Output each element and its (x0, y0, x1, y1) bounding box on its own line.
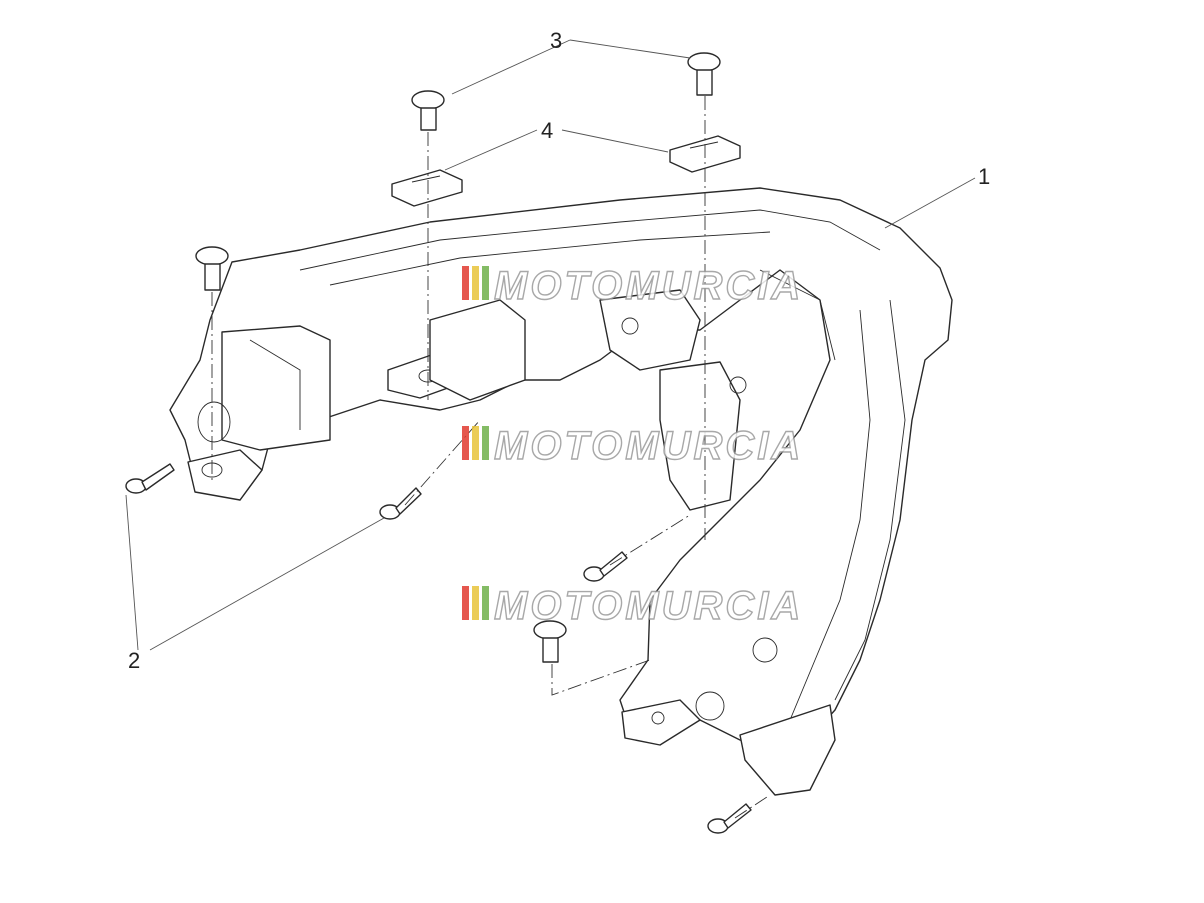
watermark-stripe-green (482, 426, 489, 460)
callout-1: 1 (978, 164, 990, 189)
rear-housing-assembly (169, 187, 953, 796)
watermark-text: MOTOMURCIA (494, 264, 803, 308)
callout-leaders (125, 39, 976, 651)
tapping-screw-2-left (125, 463, 175, 494)
tapping-screw-2-right (583, 551, 628, 582)
screw-3-left (411, 90, 445, 131)
callout-3: 3 (550, 28, 562, 53)
watermark-3: MOTOMURCIA (462, 583, 803, 629)
watermark-text: MOTOMURCIA (494, 584, 803, 628)
screw-3-far-left (195, 246, 229, 291)
watermark-text: MOTOMURCIA (494, 424, 803, 468)
watermark-stripe-green (482, 586, 489, 620)
assembly-axes (211, 96, 771, 819)
tapping-screw-2-bottom (707, 803, 752, 834)
watermark-stripe-red (462, 266, 469, 300)
screw-3-bottom (533, 620, 567, 663)
watermark-stripe-red (462, 586, 469, 620)
watermark-stripe-green (482, 266, 489, 300)
watermark-stripe-yellow (472, 426, 479, 460)
clip-4-left (391, 169, 463, 207)
callout-2: 2 (128, 648, 140, 673)
watermark-stripe-red (462, 426, 469, 460)
watermark-stripe-yellow (472, 586, 479, 620)
tapping-screw-2-center (379, 487, 422, 520)
screw-3-right (687, 52, 721, 96)
callout-4: 4 (541, 118, 553, 143)
watermark-2: MOTOMURCIA (462, 423, 803, 469)
watermark-stripe-yellow (472, 266, 479, 300)
watermark-1: MOTOMURCIA (462, 263, 803, 309)
